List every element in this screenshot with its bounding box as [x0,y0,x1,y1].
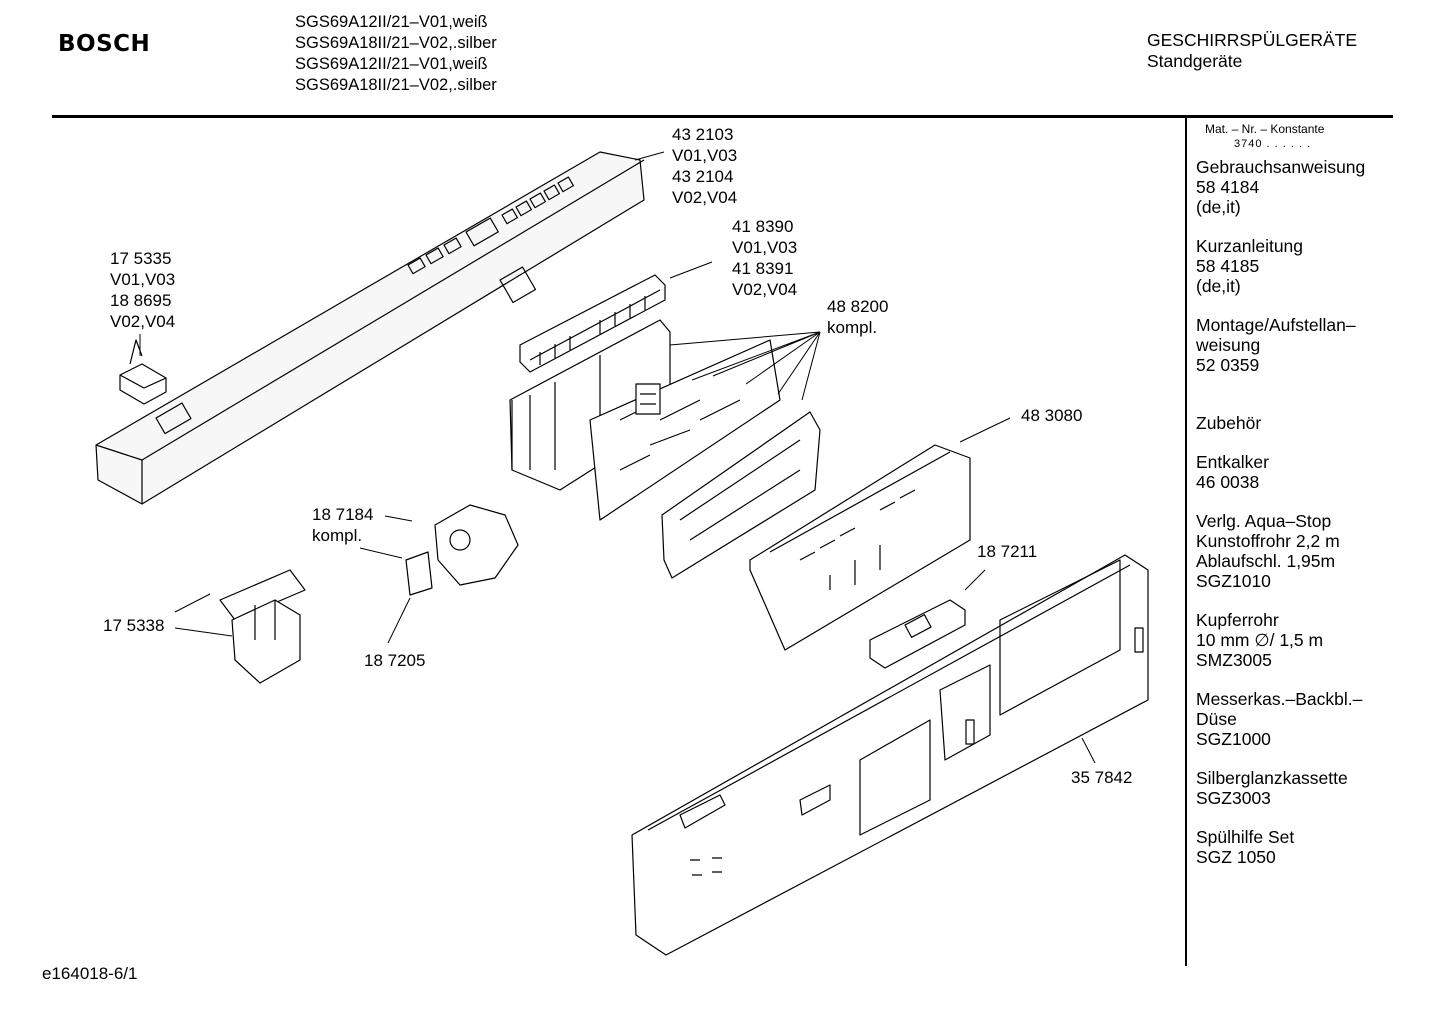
part-number: 41 8391 [732,259,794,278]
sidebar-group: Spülhilfe Set SGZ 1050 [1196,827,1365,867]
sidebar-group: Kupferrohr 10 mm ∅/ 1,5 m SMZ3005 [1196,610,1365,670]
relay-part [405,504,519,596]
base-frame [631,554,1149,956]
sidebar-line: Düse [1196,709,1237,729]
part-label-488200: 48 8200 kompl. [827,296,888,338]
sidebar-line: 58 4184 [1196,177,1260,197]
sidebar-group: Messerkas.–Backbl.– Düse SGZ1000 [1196,689,1365,749]
part-label-357842: 35 7842 [1071,767,1132,788]
sidebar-group: Kurzanleitung 58 4185 (de,it) [1196,236,1365,296]
brand-logo: BOSCH [58,31,151,57]
sidebar-line: 58 4185 [1196,256,1260,276]
circuit-board [589,339,781,521]
sidebar-line: (de,it) [1196,197,1241,217]
category-subtitle: Standgeräte [1147,51,1243,71]
header-divider [52,115,1393,118]
leader-lines [139,151,1096,764]
part-number: 17 5338 [103,616,165,635]
sidebar-group: Gebrauchsanweisung 58 4184 (de,it) [1196,157,1365,217]
sidebar: Mat. – Nr. – Konstante 3740 . . . . . . … [1196,122,1365,867]
sidebar-line: SGZ3003 [1196,788,1271,808]
sidebar-group: Montage/Aufstellan– weisung 52 0359 [1196,315,1365,375]
control-panel-fascia [95,151,645,505]
category-block: GESCHIRRSPÜLGERÄTE Standgeräte [1147,30,1357,72]
part-number: 18 7184 [312,505,374,524]
model-line: SGS69A12II/21–V01,weiß [295,13,488,31]
category-title: GESCHIRRSPÜLGERÄTE [1147,30,1358,50]
sidebar-group: Silberglanzkassette SGZ3003 [1196,768,1365,808]
sidebar-line: Montage/Aufstellan– [1196,315,1356,335]
part-number: 35 7842 [1071,768,1133,787]
part-number: 43 2104 [672,167,734,186]
door-switch [219,569,306,684]
part-label-432103: 43 2103 V01,V03 43 2104 V02,V04 [672,124,737,208]
model-line: SGS69A18II/21–V02,.silber [295,34,497,52]
sidebar-line: Ablaufschl. 1,95m [1196,551,1336,571]
sidebar-line: Zubehör [1196,413,1262,433]
part-variant: V01,V03 [110,270,176,289]
part-number: 48 3080 [1021,406,1083,425]
model-line: SGS69A12II/21–V01,weiß [295,55,488,73]
sidebar-line: 10 mm ∅/ 1,5 m [1196,630,1324,650]
part-note: kompl. [827,318,878,337]
diagram-reference: e164018-6/1 [42,964,138,983]
sidebar-line: Verlg. Aqua–Stop [1196,511,1332,531]
sidebar-line: (de,it) [1196,276,1241,296]
part-number: 18 8695 [110,291,172,310]
mounting-rail [661,411,821,579]
display-module [869,599,966,669]
part-variant: V01,V03 [732,238,798,257]
sidebar-group: Zubehör [1196,413,1365,433]
sidebar-line: weisung [1196,335,1261,355]
sidebar-line: Gebrauchsanweisung [1196,157,1366,177]
part-number: 17 5335 [110,249,172,268]
model-line: SGS69A18II/21–V02,.silber [295,76,497,94]
part-label-187184: 18 7184 kompl. [312,504,373,546]
part-number: 18 7211 [977,542,1038,561]
part-note: kompl. [312,526,363,545]
part-number: 41 8390 [732,217,794,236]
part-number: 48 8200 [827,297,889,316]
sidebar-line: 52 0359 [1196,355,1260,375]
sidebar-line: Spülhilfe Set [1196,827,1295,847]
model-list: SGS69A12II/21–V01,weiß SGS69A18II/21–V02… [295,12,497,96]
sidebar-line: Messerkas.–Backbl.– [1196,689,1363,709]
sidebar-group: Entkalker 46 0038 [1196,452,1365,492]
part-label-187211: 18 7211 [977,541,1037,562]
sidebar-line: Kurzanleitung [1196,236,1304,256]
sidebar-header: Mat. – Nr. – Konstante [1205,122,1325,136]
part-label-187205: 18 7205 [364,650,425,671]
sidebar-line: Kunstoffrohr 2,2 m [1196,531,1340,551]
sidebar-line: Silberglanzkassette [1196,768,1348,788]
part-variant: V02,V04 [110,312,176,331]
part-label-483080: 48 3080 [1021,405,1082,426]
sidebar-line: SGZ1010 [1196,571,1271,591]
sidebar-header-value: 3740 . . . . . . [1234,138,1312,150]
part-label-175335: 17 5335 V01,V03 18 8695 V02,V04 [110,248,175,332]
part-variant: V02,V04 [732,280,798,299]
sidebar-line: SGZ 1050 [1196,847,1276,867]
switch-housing [749,444,971,651]
part-variant: V02,V04 [672,188,738,207]
sidebar-line: 46 0038 [1196,472,1260,492]
sidebar-line: SGZ1000 [1196,729,1271,749]
sidebar-divider [1185,118,1187,966]
sidebar-line: Kupferrohr [1196,610,1279,630]
part-variant: V01,V03 [672,146,738,165]
sidebar-group: Verlg. Aqua–Stop Kunstoffrohr 2,2 m Abla… [1196,511,1365,591]
button-strip [519,274,666,373]
knob-part [119,339,167,405]
part-label-175338: 17 5338 [103,615,164,636]
part-label-418390: 41 8390 V01,V03 41 8391 V02,V04 [732,216,797,300]
part-number: 18 7205 [364,651,426,670]
sidebar-line: Entkalker [1196,452,1269,472]
part-number: 43 2103 [672,125,734,144]
sidebar-line: SMZ3005 [1196,650,1272,670]
